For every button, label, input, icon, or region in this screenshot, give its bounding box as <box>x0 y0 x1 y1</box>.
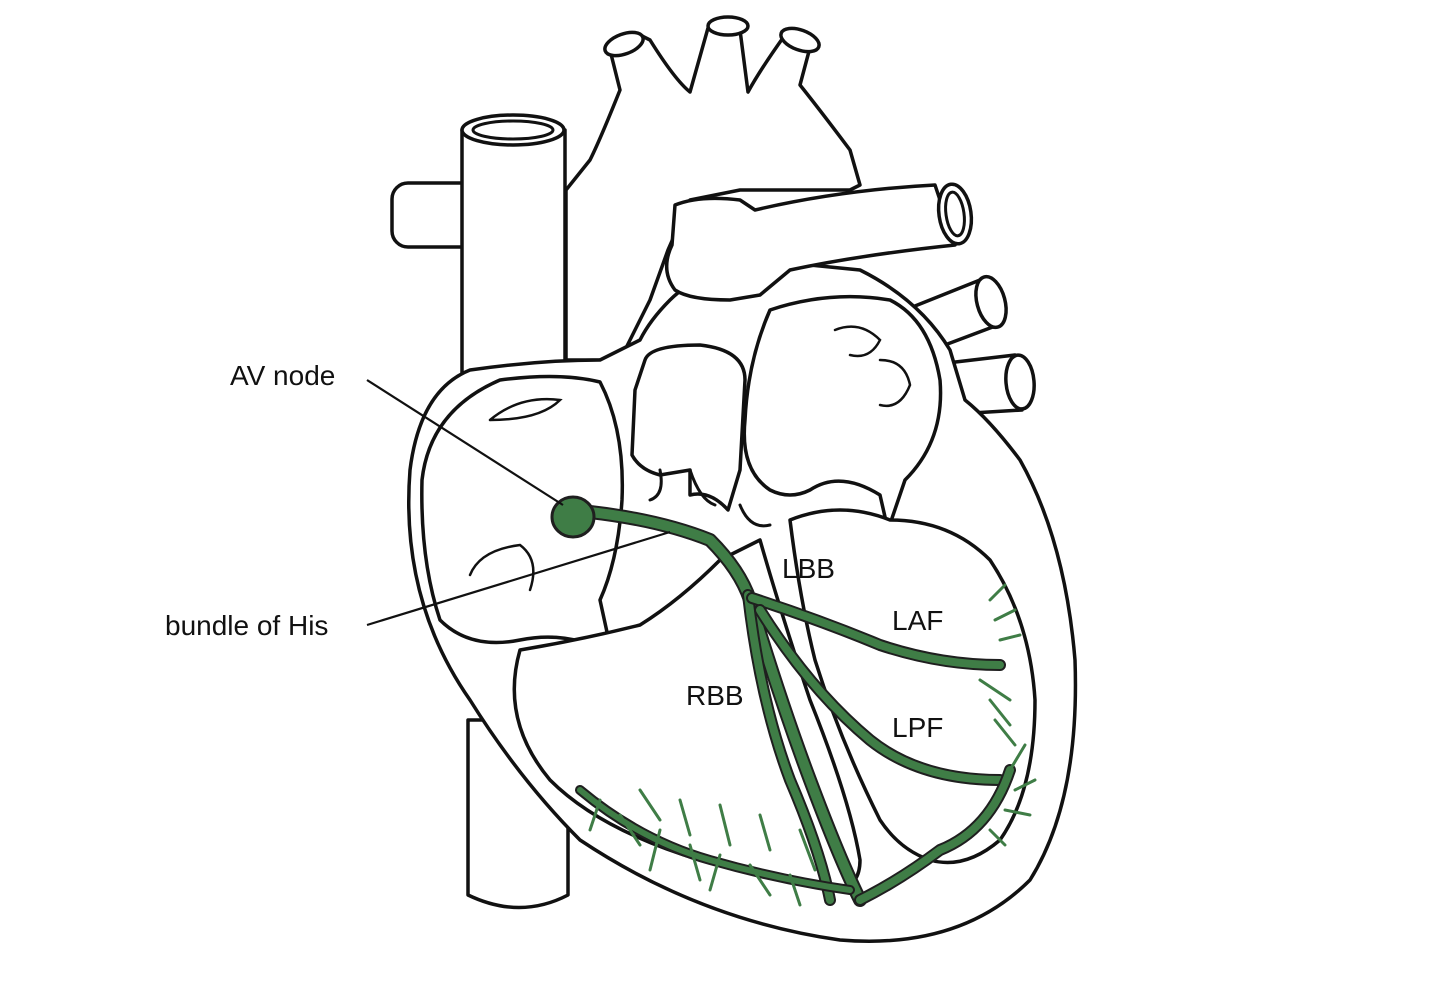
label-bundle-of-his: bundle of His <box>165 610 328 641</box>
conduction-system <box>550 495 1037 907</box>
label-lpf: LPF <box>892 712 943 743</box>
label-av-node: AV node <box>230 360 335 391</box>
label-lbb: LBB <box>782 553 835 584</box>
pulmonary-artery <box>665 182 974 302</box>
left-atrium <box>742 294 943 532</box>
aortic-arch <box>564 15 862 362</box>
leader-lines <box>366 379 671 627</box>
outflow-tract <box>630 343 772 528</box>
label-laf: LAF <box>892 605 943 636</box>
diagram-labels: AV node bundle of His LBB LAF RBB LPF <box>165 360 943 743</box>
label-rbb: RBB <box>686 680 744 711</box>
